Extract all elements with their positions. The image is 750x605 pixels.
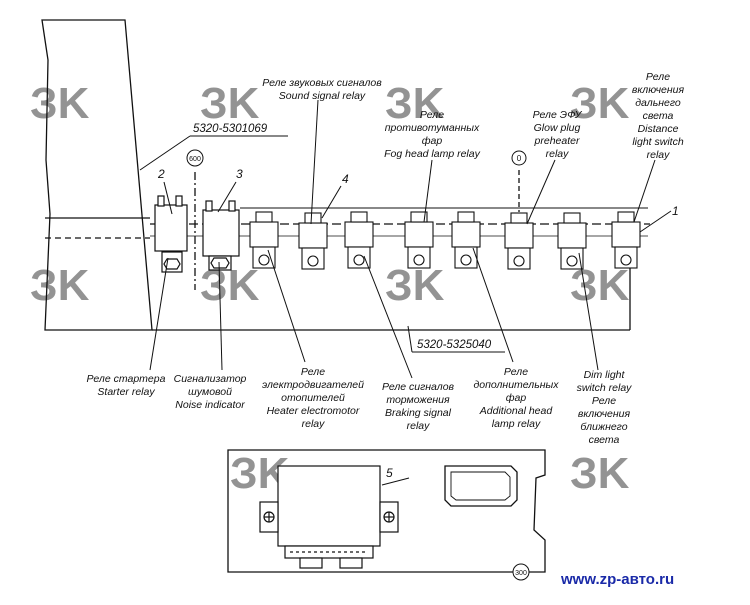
- label-line: Noise indicator: [175, 399, 245, 411]
- label-line: света: [589, 434, 620, 446]
- label-line: Реле: [646, 71, 670, 83]
- sound-signal-relay: [298, 212, 328, 270]
- watermark: ЗK: [30, 261, 90, 310]
- label-line: Distance: [638, 123, 679, 135]
- label-line: Dim light: [584, 369, 626, 381]
- label-distance-light-relay: Реле включения дальнего света Distance l…: [632, 71, 685, 161]
- label-line: light switch: [632, 136, 684, 148]
- watermark: ЗK: [385, 261, 445, 310]
- label-line: relay: [407, 420, 431, 432]
- label-line: Реле: [504, 366, 528, 378]
- watermark: ЗK: [570, 449, 630, 498]
- watermark: ЗK: [570, 79, 630, 128]
- label-line: Glow plug: [534, 122, 581, 134]
- watermark: ЗK: [200, 79, 260, 128]
- label-additional-head-lamp-relay: Реле дополнительных фар Additional head …: [473, 366, 559, 430]
- harness-code-top: 5320-5301069: [193, 123, 268, 135]
- label-starter-relay: Реле стартера Starter relay: [87, 373, 166, 398]
- watermark-layer: ЗK ЗK ЗK ЗK ЗK ЗK ЗK ЗK ЗK ЗK: [30, 79, 630, 498]
- dim-light-relay: [557, 212, 587, 270]
- label-line: Реле сигналов: [382, 381, 455, 393]
- harness-code-bottom: 5320-5325040: [417, 339, 492, 351]
- label-line: relay: [647, 149, 671, 161]
- label-line: фар: [422, 135, 443, 147]
- label-line: Реле: [301, 366, 325, 378]
- marker-0: 0: [511, 150, 527, 166]
- part-number-2: 2: [157, 167, 165, 181]
- label-line: preheater: [534, 135, 580, 147]
- watermark: ЗK: [385, 79, 445, 128]
- label-line: Реле стартера: [87, 373, 166, 385]
- label-line: фар: [506, 392, 527, 404]
- label-line: торможения: [386, 394, 450, 406]
- label-line: дальнего: [635, 97, 681, 109]
- label-line: шумовой: [188, 386, 232, 398]
- starter-relay: [154, 195, 188, 273]
- site-url[interactable]: www.zp-авто.ru: [560, 571, 674, 588]
- heater-relay: [249, 211, 279, 269]
- label-line: Heater electromotor: [267, 405, 360, 417]
- marker-300: 300: [405, 563, 530, 581]
- label-line: relay: [546, 148, 570, 160]
- label-line: противотуманных: [385, 122, 480, 134]
- additional-head-lamp-relay: [451, 211, 481, 269]
- fog-lamp-relay: [404, 211, 434, 269]
- marker-600: 600: [186, 149, 204, 167]
- label-line: Additional head: [479, 405, 554, 417]
- label-heater-relay: Реле электродвигателей отопителей Heater…: [262, 366, 364, 430]
- part-number-3: 3: [236, 167, 243, 181]
- control-unit-5: [259, 465, 399, 569]
- relay-row: [249, 211, 641, 270]
- label-line: Braking signal: [385, 407, 452, 419]
- braking-signal-relay: [344, 211, 374, 269]
- label-line: включения: [578, 408, 631, 420]
- label-line: switch relay: [577, 382, 633, 394]
- part-number-4: 4: [342, 172, 349, 186]
- marker-300-text: 300: [515, 570, 527, 577]
- label-noise-indicator: Сигнализатор шумовой Noise indicator: [174, 373, 247, 411]
- marker-0-text: 0: [517, 154, 522, 163]
- label-line: Реле звуковых сигналов: [262, 77, 382, 89]
- label-dim-light-relay: Dim light switch relay Реле включения бл…: [577, 369, 633, 446]
- label-line: Сигнализатор: [174, 373, 247, 385]
- label-braking-signal-relay: Реле сигналов торможения Braking signal …: [382, 381, 455, 432]
- part-number-1: 1: [672, 204, 679, 218]
- label-sound-signal-relay: Реле звуковых сигналов Sound signal rela…: [262, 77, 382, 102]
- label-line: Реле: [420, 109, 444, 121]
- label-line: электродвигателей: [262, 379, 364, 391]
- label-line: света: [643, 110, 674, 122]
- glow-plug-relay: [504, 212, 534, 270]
- lower-panel: [227, 449, 546, 573]
- label-line: отопителей: [281, 392, 345, 404]
- label-line: включения: [632, 84, 685, 96]
- part-number-5: 5: [386, 466, 393, 480]
- label-line: Реле: [592, 395, 616, 407]
- label-line: ближнего: [580, 421, 627, 433]
- distance-light-relay: [611, 211, 641, 269]
- watermark: ЗK: [30, 79, 90, 128]
- noise-indicator: [202, 200, 240, 271]
- label-line: Starter relay: [97, 386, 155, 398]
- leader-lines: [149, 99, 672, 486]
- label-line: relay: [302, 418, 326, 430]
- label-glow-plug-relay: Реле ЭФУ Glow plug preheater relay: [533, 109, 583, 160]
- label-line: Fog head lamp relay: [384, 148, 480, 160]
- marker-600-text: 600: [189, 156, 201, 163]
- label-line: Sound signal relay: [279, 90, 366, 102]
- label-line: Реле ЭФУ: [533, 109, 583, 121]
- label-line: дополнительных: [473, 379, 559, 391]
- label-fog-lamp-relay: Реле противотуманных фар Fog head lamp r…: [384, 109, 480, 160]
- label-line: lamp relay: [492, 418, 541, 430]
